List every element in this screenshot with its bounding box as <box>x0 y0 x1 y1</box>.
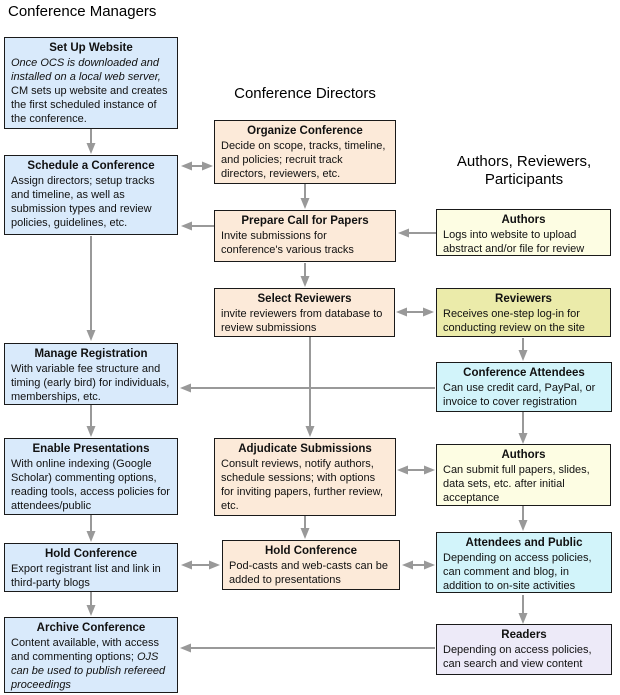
box-body: Logs into website to upload abstract and… <box>443 229 585 255</box>
arrow-schedule-organize-twoway <box>181 161 213 171</box>
arrow-authors2-to-public <box>518 506 528 531</box>
arrow-authors1-to-prepare <box>398 228 436 238</box>
box-enable-presentations: Enable Presentations With online indexin… <box>4 438 178 515</box>
box-title: Authors <box>501 214 546 226</box>
arrow-adjudicate-to-holdmid <box>300 516 310 539</box>
box-body-italic: OJS can be used to publish refereed proc… <box>11 651 166 691</box>
arrow-enable-to-holdleft <box>86 514 96 542</box>
box-attendees-and-public: Attendees and Public Depending on access… <box>436 532 612 593</box>
box-body: Can submit full papers, slides, data set… <box>443 464 590 504</box>
box-title: Set Up Website <box>49 42 133 54</box>
box-body: Export registrant list and link in third… <box>11 563 161 589</box>
arrow-prepare-to-select <box>300 263 310 287</box>
box-body: With online indexing (Google Scholar) co… <box>11 458 170 512</box>
arrow-reviewers-to-attendees <box>518 338 528 361</box>
box-authors-submit: Authors Can submit full papers, slides, … <box>436 444 611 506</box>
box-title: Enable Presentations <box>32 443 150 455</box>
box-title: Archive Conference <box>36 622 146 634</box>
box-authors-upload: Authors Logs into website to upload abst… <box>436 209 611 256</box>
arrow-prepare-to-schedule <box>181 221 214 231</box>
box-body: Consult reviews, notify authors, schedul… <box>221 458 384 512</box>
box-schedule-a-conference: Schedule a Conference Assign directors; … <box>4 155 178 235</box>
box-title: Prepare Call for Papers <box>241 215 369 227</box>
box-body: Receives one-step log-in for conducting … <box>443 308 585 334</box>
box-title: Reviewers <box>495 293 552 305</box>
box-body: Can use credit card, PayPal, or invoice … <box>443 382 596 408</box>
box-reviewers: Reviewers Receives one-step log-in for c… <box>436 288 611 337</box>
arrow-attendees-to-authors2 <box>518 412 528 444</box>
box-title: Schedule a Conference <box>27 160 155 172</box>
box-body: Decide on scope, tracks, timeline, and p… <box>221 140 386 180</box>
box-body: Invite submissions for conference's vari… <box>221 230 354 256</box>
box-body-text: CM sets up website and creates the first… <box>11 85 168 125</box>
box-body: Content available, with access and comme… <box>5 636 177 694</box>
box-manage-registration: Manage Registration With variable fee st… <box>4 343 178 405</box>
arrow-select-to-adjudicate <box>305 337 315 437</box>
box-body: invite reviewers from database to review… <box>221 308 383 334</box>
box-title: Organize Conference <box>247 125 363 137</box>
box-archive-conference: Archive Conference Content available, wi… <box>4 617 178 693</box>
box-hold-conference-managers: Hold Conference Export registrant list a… <box>4 543 178 592</box>
box-body: With variable fee structure and timing (… <box>11 363 170 403</box>
box-set-up-website: Set Up Website Once OCS is downloaded an… <box>4 37 178 129</box>
box-body-italic: Once OCS is downloaded and installed on … <box>11 57 161 83</box>
arrow-holdmid-public-twoway <box>402 560 435 570</box>
box-body: Depending on access policies, can search… <box>443 644 592 670</box>
box-body: Once OCS is downloaded and installed on … <box>5 56 177 128</box>
arrow-organize-to-prepare <box>300 184 310 209</box>
column-heading-conference-directors: Conference Directors <box>234 85 376 102</box>
box-body: Pod-casts and web-casts can be added to … <box>229 560 388 586</box>
arrow-holdleft-to-archive <box>86 592 96 616</box>
arrow-holdleft-holdmid-twoway <box>181 560 220 570</box>
box-readers: Readers Depending on access policies, ca… <box>436 624 612 675</box>
arrow-select-reviewers-twoway <box>396 307 434 317</box>
box-title: Conference Attendees <box>463 367 585 379</box>
arrow-readers-to-archive <box>180 643 435 653</box>
box-body: Assign directors; setup tracks and timel… <box>11 175 155 229</box>
box-title: Select Reviewers <box>257 293 352 305</box>
arrow-public-to-readers <box>518 595 528 624</box>
box-adjudicate-submissions: Adjudicate Submissions Consult reviews, … <box>214 438 396 516</box>
box-hold-conference-directors: Hold Conference Pod-casts and web-casts … <box>222 540 400 590</box>
box-select-reviewers: Select Reviewers invite reviewers from d… <box>214 288 395 337</box>
arrow-setup-to-schedule <box>86 129 96 154</box>
box-title: Adjudicate Submissions <box>238 443 372 455</box>
box-body-text: Content available, with access and comme… <box>11 637 159 663</box>
column-heading-authors-reviewers-participants: Authors, Reviewers, Participants <box>456 153 592 188</box>
arrow-manage-to-enable <box>86 405 96 437</box>
column-heading-conference-managers: Conference Managers <box>8 3 157 20</box>
box-organize-conference: Organize Conference Decide on scope, tra… <box>214 120 396 184</box>
box-title: Attendees and Public <box>465 537 583 549</box>
box-title: Authors <box>501 449 546 461</box>
box-prepare-call-for-papers: Prepare Call for Papers Invite submissio… <box>214 210 396 262</box>
arrow-schedule-to-manage <box>86 236 96 341</box>
arrow-adjudicate-authors2-twoway <box>397 465 435 475</box>
arrow-attendees-to-manage <box>180 383 435 393</box>
box-conference-attendees: Conference Attendees Can use credit card… <box>436 362 612 412</box>
box-title: Readers <box>501 629 547 641</box>
box-title: Hold Conference <box>44 548 137 560</box>
box-body: Depending on access policies, can commen… <box>443 552 592 592</box>
box-title: Manage Registration <box>34 348 148 360</box>
box-title: Hold Conference <box>264 545 357 557</box>
